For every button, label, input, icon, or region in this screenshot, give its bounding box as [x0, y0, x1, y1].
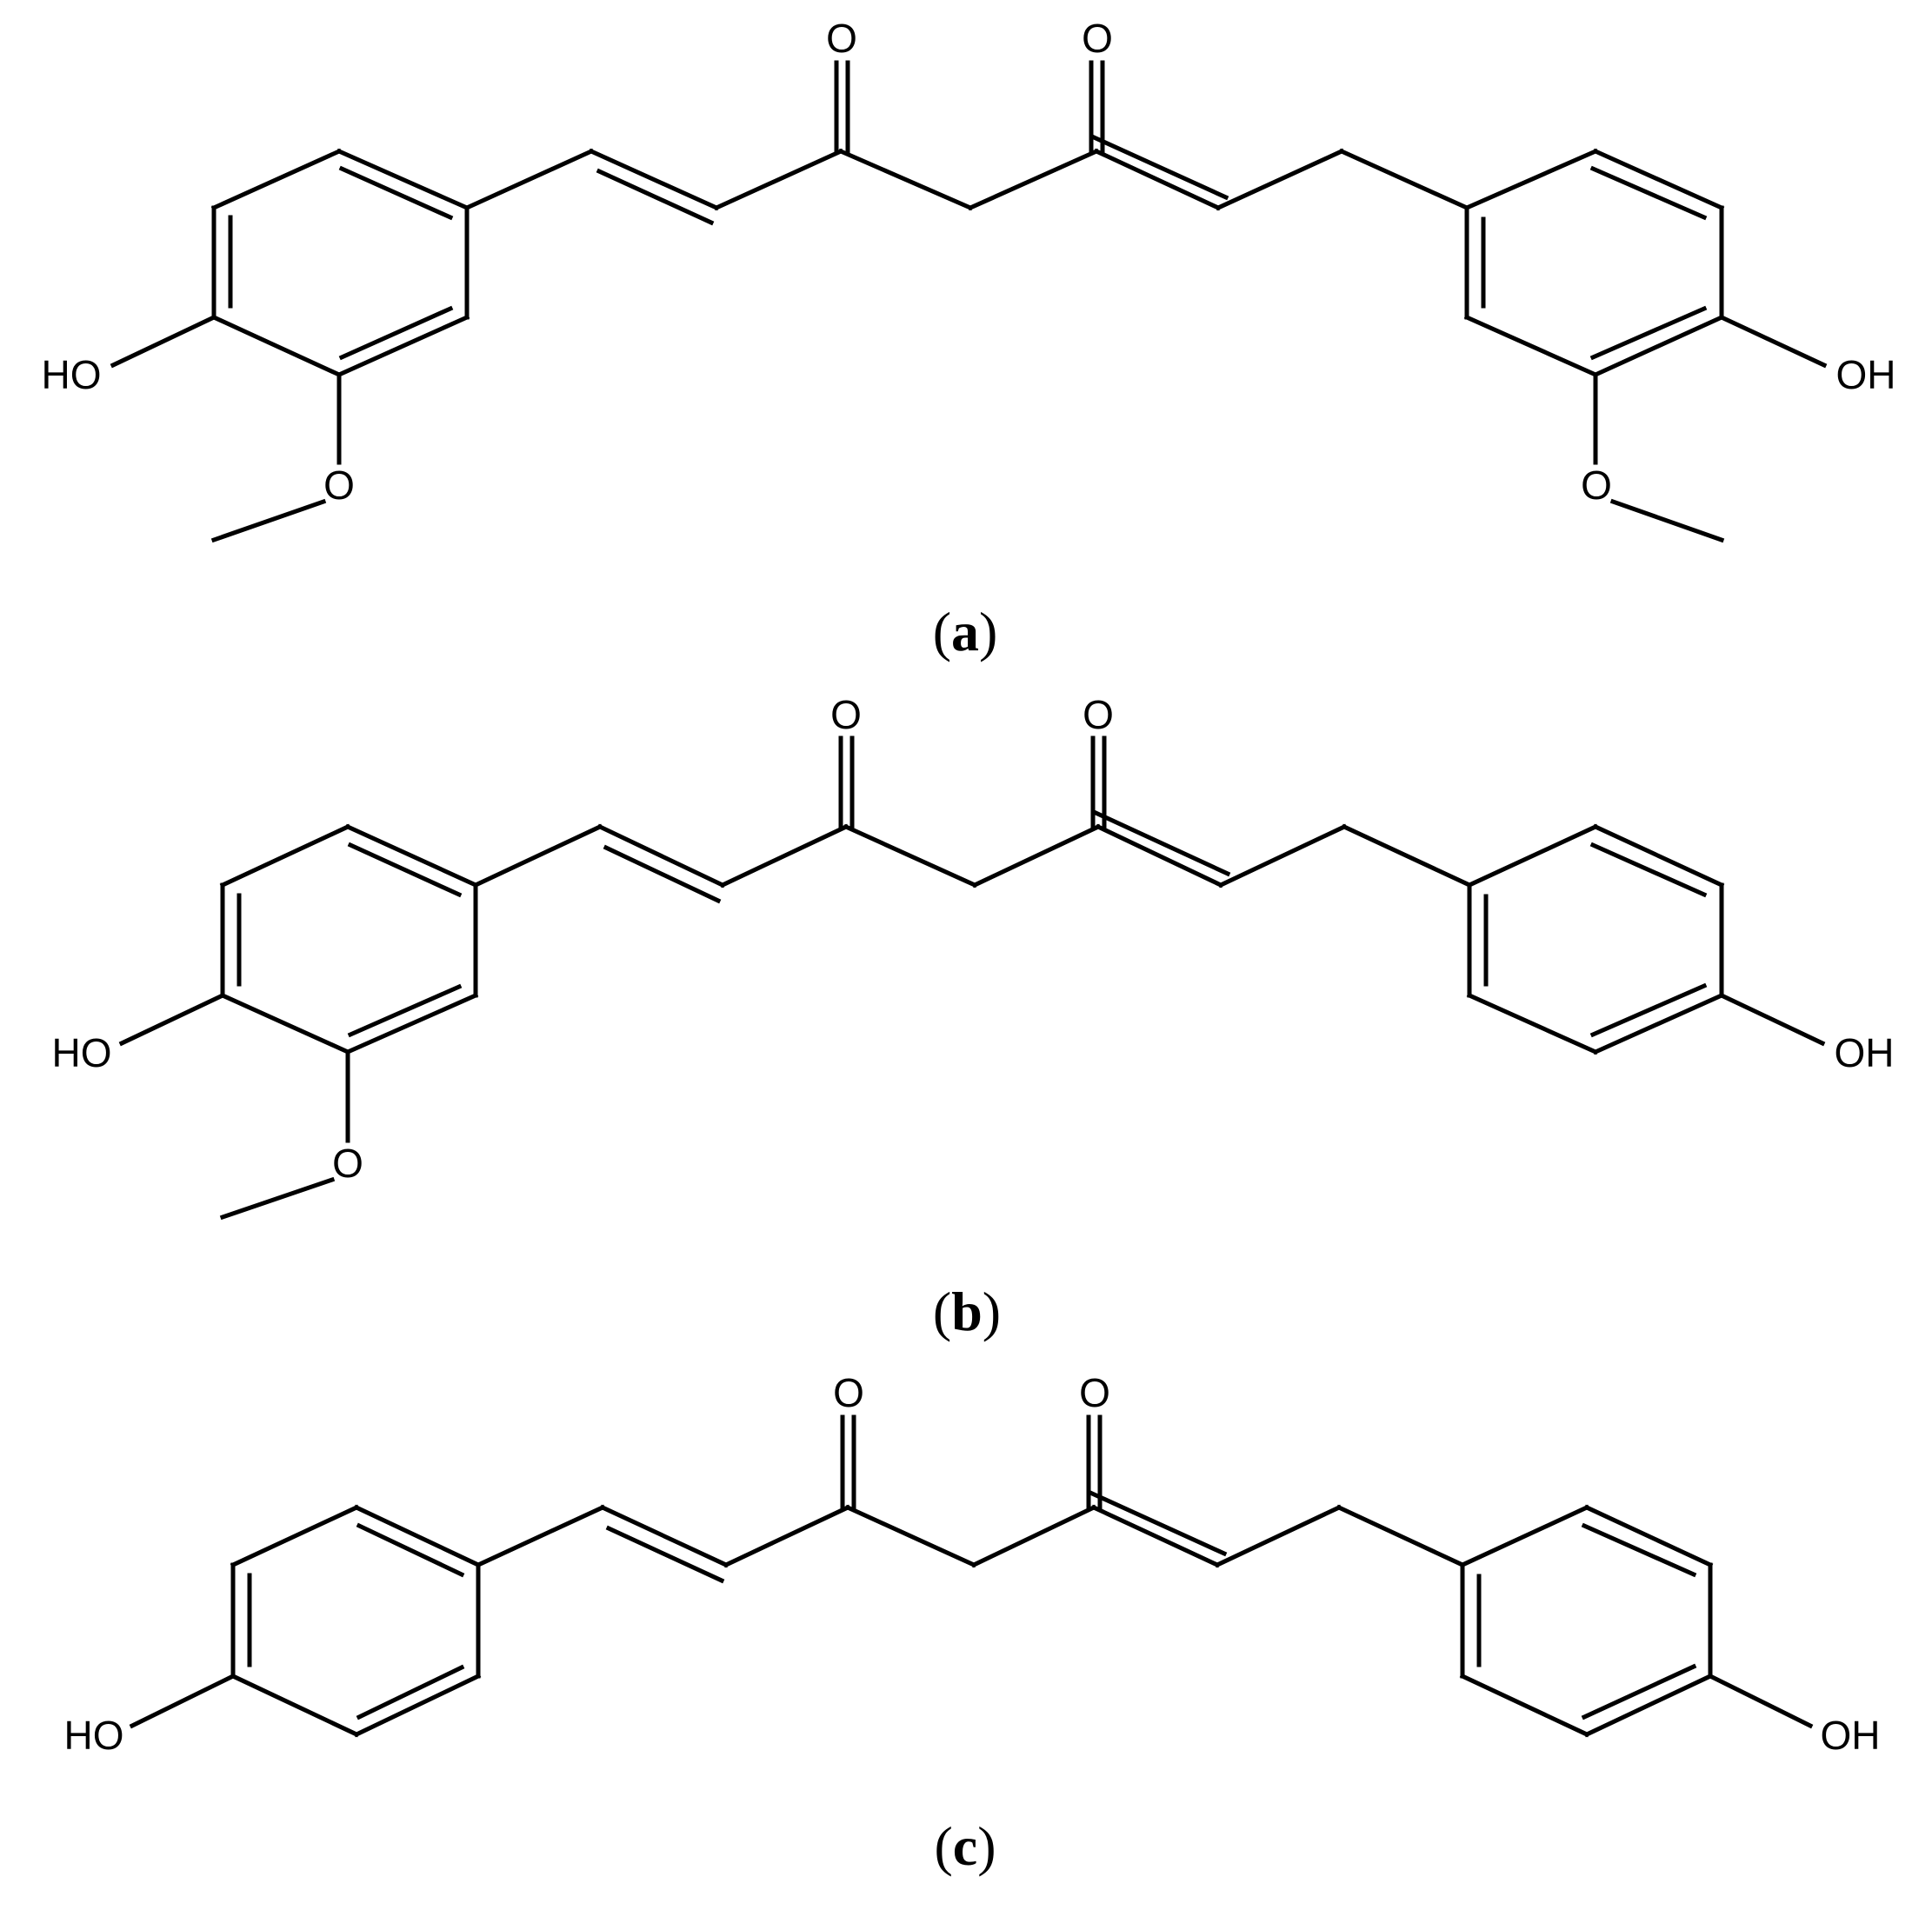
panel-c-label: (c) [934, 1815, 996, 1877]
panel-a-right-methoxy-oxygen: O [1581, 463, 1612, 508]
panel-a-right-ring [1463, 148, 1828, 543]
panel-a-chain [463, 60, 1470, 226]
panel-a-label: (a) [933, 601, 998, 662]
panel-b-left-carbonyl-oxygen: O [830, 692, 862, 737]
panel-c-left-carbonyl-oxygen: O [833, 1370, 864, 1415]
panel-a-left-carbonyl-oxygen: O [826, 16, 857, 61]
panel-b-label: (b) [933, 1281, 1001, 1342]
panel-b-left-ring [118, 823, 479, 1221]
panel-c-left-ring [129, 1504, 482, 1738]
panel-c-right-ring [1459, 1504, 1814, 1738]
panel-c-right-carbonyl-oxygen: O [1079, 1370, 1110, 1415]
panel-a-right-carbonyl-oxygen: O [1082, 16, 1113, 61]
panel-b-left-methoxy-oxygen: O [332, 1141, 363, 1186]
panel-c-chain [475, 1414, 1466, 1584]
panel-c-structure: O O HO OH [64, 1370, 1881, 1758]
panel-a-left-ring [110, 148, 470, 543]
panel-a-structure: O O HO O OH O [42, 16, 1896, 543]
panel-b-left-hydroxyl: HO [52, 1030, 112, 1075]
panel-c-right-hydroxyl: OH [1821, 1713, 1881, 1758]
panel-a-left-hydroxyl: HO [42, 352, 102, 397]
panel-b-structure: O O HO O OH [52, 692, 1895, 1221]
panel-c-left-hydroxyl: HO [64, 1713, 124, 1758]
panel-a-left-methoxy-oxygen: O [323, 463, 355, 508]
panel-b-right-carbonyl-oxygen: O [1083, 692, 1114, 737]
panel-b-right-hydroxyl: OH [1835, 1030, 1895, 1075]
panel-b-right-ring [1466, 823, 1826, 1055]
panel-a-right-hydroxyl: OH [1836, 352, 1896, 397]
panel-b-chain [472, 735, 1473, 904]
